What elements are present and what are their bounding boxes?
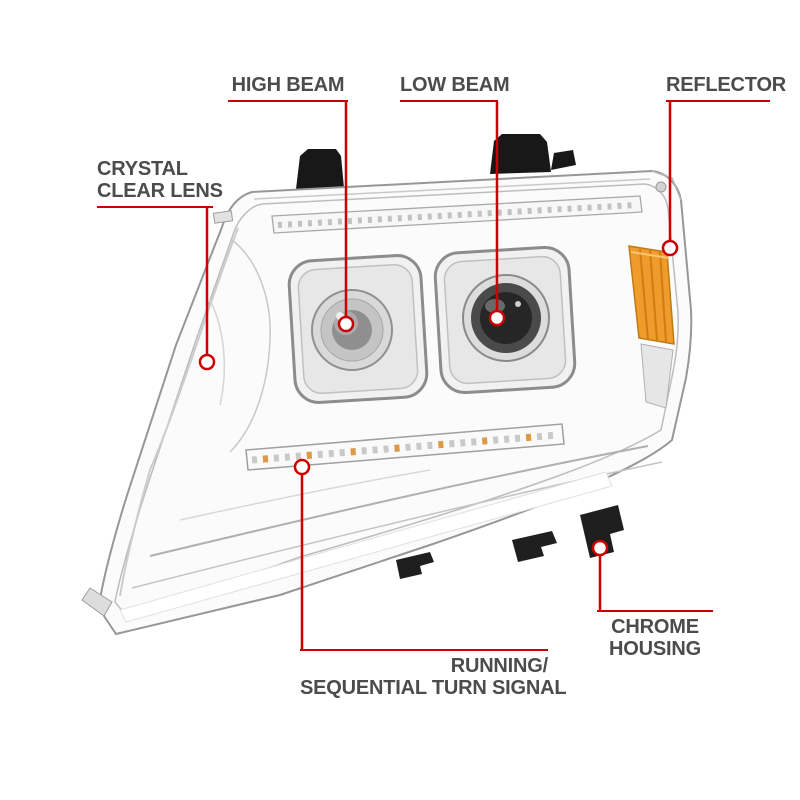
bottom-left-tab [81, 587, 113, 617]
high-beam-lens [311, 289, 393, 371]
crystal-lens-marker [198, 353, 216, 371]
turn-signal-strip-body [245, 423, 565, 471]
turn-signal-line1: RUNNING/ [450, 655, 548, 677]
mounting-tabs [296, 134, 576, 189]
reflector-label-text: REFLECTOR [666, 74, 787, 96]
chrome-housing-marker [591, 539, 609, 557]
high-beam-label-text: HIGH BEAM [231, 74, 345, 96]
mounting-tab-step [551, 150, 576, 170]
low-beam-marker [488, 309, 506, 327]
crystal-clear-lens-line2: CLEAR LENS [97, 180, 223, 202]
mounting-tab-right [490, 134, 551, 174]
high-beam-marker [337, 315, 355, 333]
low-beam-lens [462, 274, 550, 362]
bracket-far-right [580, 505, 624, 558]
turn-signal-line2: SEQUENTIAL TURN SIGNAL [300, 677, 567, 699]
headlight-illustration [81, 134, 693, 636]
drl-strip-body [271, 195, 643, 234]
high-beam-label: HIGH BEAM [228, 74, 348, 102]
bottom-mounting-brackets [81, 505, 624, 617]
adjuster-screw-details [651, 170, 682, 201]
reflector-body [628, 245, 675, 345]
chrome-housing-sweeps [119, 445, 663, 623]
mounting-tab-left [296, 149, 344, 189]
low-beam-label-text: LOW BEAM [400, 74, 510, 96]
chrome-housing-line2: HOUSING [609, 638, 701, 660]
bright-reflection-band [119, 471, 613, 623]
turn-signal-led-strip [245, 423, 565, 471]
turn-signal-label: RUNNING/ SEQUENTIAL TURN SIGNAL [300, 649, 567, 699]
chrome-reflection-lines-left [119, 210, 271, 597]
housing-rim-line [253, 178, 651, 200]
low-beam-label: LOW BEAM [400, 74, 510, 102]
callouts [198, 102, 679, 650]
chrome-housing-label: CHROME HOUSING [597, 610, 713, 660]
bracket-center [396, 552, 434, 579]
bracket-right [512, 531, 557, 562]
turn-signal-dots-gray [251, 431, 559, 464]
lens-outer-body [98, 169, 693, 636]
side-vent-detail [212, 210, 234, 224]
amber-side-reflector [628, 245, 675, 409]
reflector-marker [661, 239, 679, 257]
reflector-label: REFLECTOR [666, 74, 786, 102]
chrome-housing-line1: CHROME [611, 616, 699, 638]
adjuster-screw [655, 181, 667, 193]
drl-led-strip [271, 195, 643, 234]
lens-inner-edge [114, 183, 679, 619]
reflector-lower-panel [640, 343, 674, 409]
turn-signal-marker [293, 458, 311, 476]
crystal-clear-lens-line1: CRYSTAL [97, 158, 188, 180]
crystal-clear-lens-label: CRYSTAL CLEAR LENS [97, 158, 223, 208]
